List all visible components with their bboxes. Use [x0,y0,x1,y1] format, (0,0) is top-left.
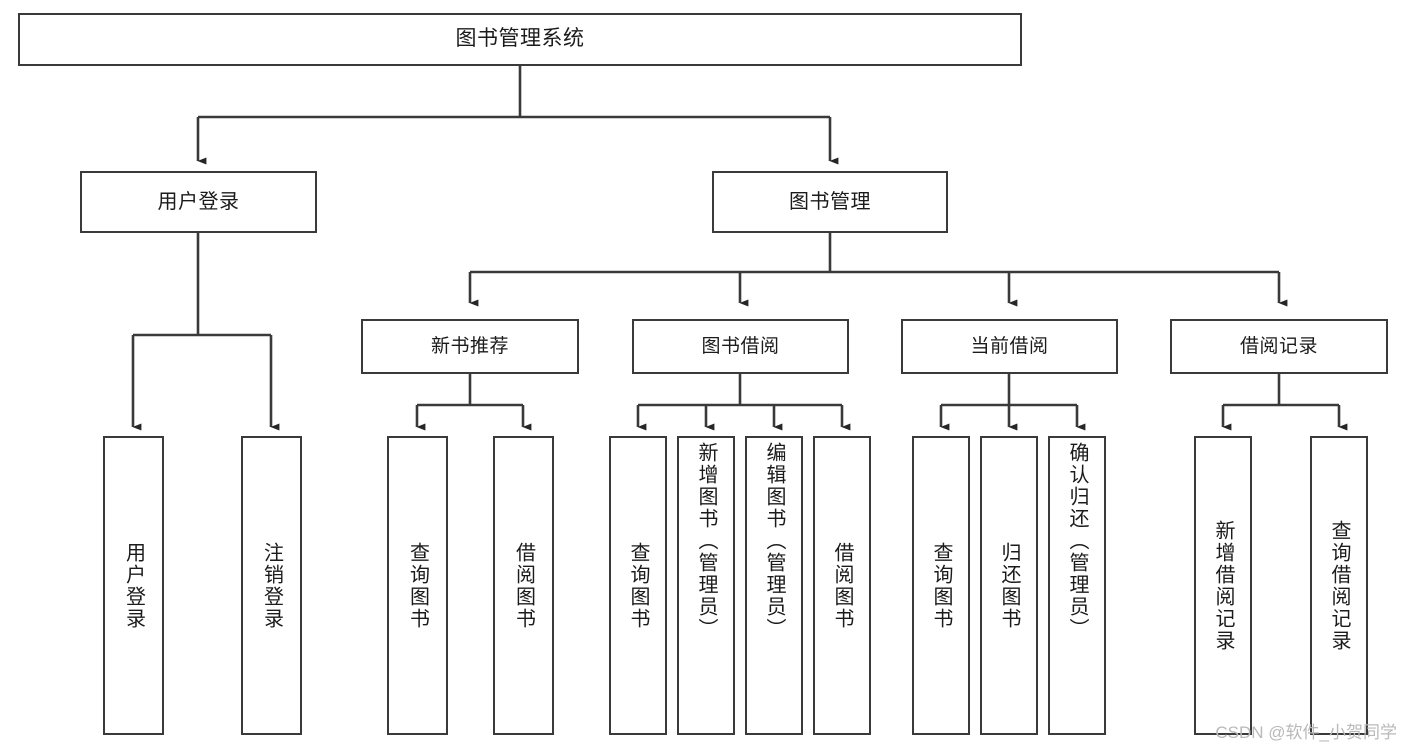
node-leaf-logout-label: 注销登录 [260,541,283,630]
node-new-book-rec-label: 新书推荐 [430,335,509,357]
node-current-borrow[interactable]: 当前借阅 [901,319,1118,374]
node-leaf-borrow-book-rec-label: 借阅图书 [512,541,535,630]
node-leaf-query-book-current[interactable]: 查询图书 [912,436,970,735]
node-leaf-borrow-book-rec[interactable]: 借阅图书 [493,436,554,735]
node-root-label: 图书管理系统 [455,27,585,51]
node-leaf-add-record-label: 新增借阅记录 [1212,519,1234,652]
node-leaf-query-book-borrow[interactable]: 查询图书 [609,436,667,735]
node-leaf-edit-book[interactable]: 编辑图书（管理员） [745,436,803,735]
node-leaf-query-book-current-label: 查询图书 [930,541,952,630]
node-leaf-add-book[interactable]: 新增图书（管理员） [677,436,735,735]
node-leaf-return-book-label: 归还图书 [998,541,1020,630]
node-book-borrow[interactable]: 图书借阅 [632,319,849,374]
node-book-borrow-label: 图书借阅 [701,335,780,357]
node-leaf-query-book-borrow-label: 查询图书 [627,541,649,630]
node-leaf-user-login[interactable]: 用户登录 [103,436,164,735]
node-leaf-edit-book-label: 编辑图书（管理员） [763,442,785,640]
node-book-manage-label: 图书管理 [789,190,871,213]
node-new-book-rec[interactable]: 新书推荐 [361,319,579,374]
node-leaf-query-record[interactable]: 查询借阅记录 [1310,436,1368,735]
node-leaf-add-book-label: 新增图书（管理员） [695,442,717,640]
node-leaf-logout[interactable]: 注销登录 [241,436,302,735]
node-book-manage[interactable]: 图书管理 [712,171,948,233]
node-leaf-confirm-return[interactable]: 确认归还（管理员） [1048,436,1106,735]
node-root[interactable]: 图书管理系统 [18,13,1022,66]
node-user-login-label: 用户登录 [157,190,240,213]
node-leaf-return-book[interactable]: 归还图书 [980,436,1038,735]
node-leaf-borrow-book[interactable]: 借阅图书 [813,436,871,735]
node-leaf-user-login-label: 用户登录 [122,541,145,630]
node-leaf-confirm-return-label: 确认归还（管理员） [1066,442,1088,640]
node-leaf-query-book-rec-label: 查询图书 [406,541,429,630]
node-leaf-add-record[interactable]: 新增借阅记录 [1194,436,1252,735]
node-user-login[interactable]: 用户登录 [80,171,317,233]
node-leaf-borrow-book-label: 借阅图书 [831,541,853,630]
node-borrow-record-label: 借阅记录 [1239,335,1318,357]
node-current-borrow-label: 当前借阅 [970,335,1049,357]
node-leaf-query-record-label: 查询借阅记录 [1328,519,1350,652]
node-leaf-query-book-rec[interactable]: 查询图书 [387,436,448,735]
node-borrow-record[interactable]: 借阅记录 [1170,319,1388,374]
